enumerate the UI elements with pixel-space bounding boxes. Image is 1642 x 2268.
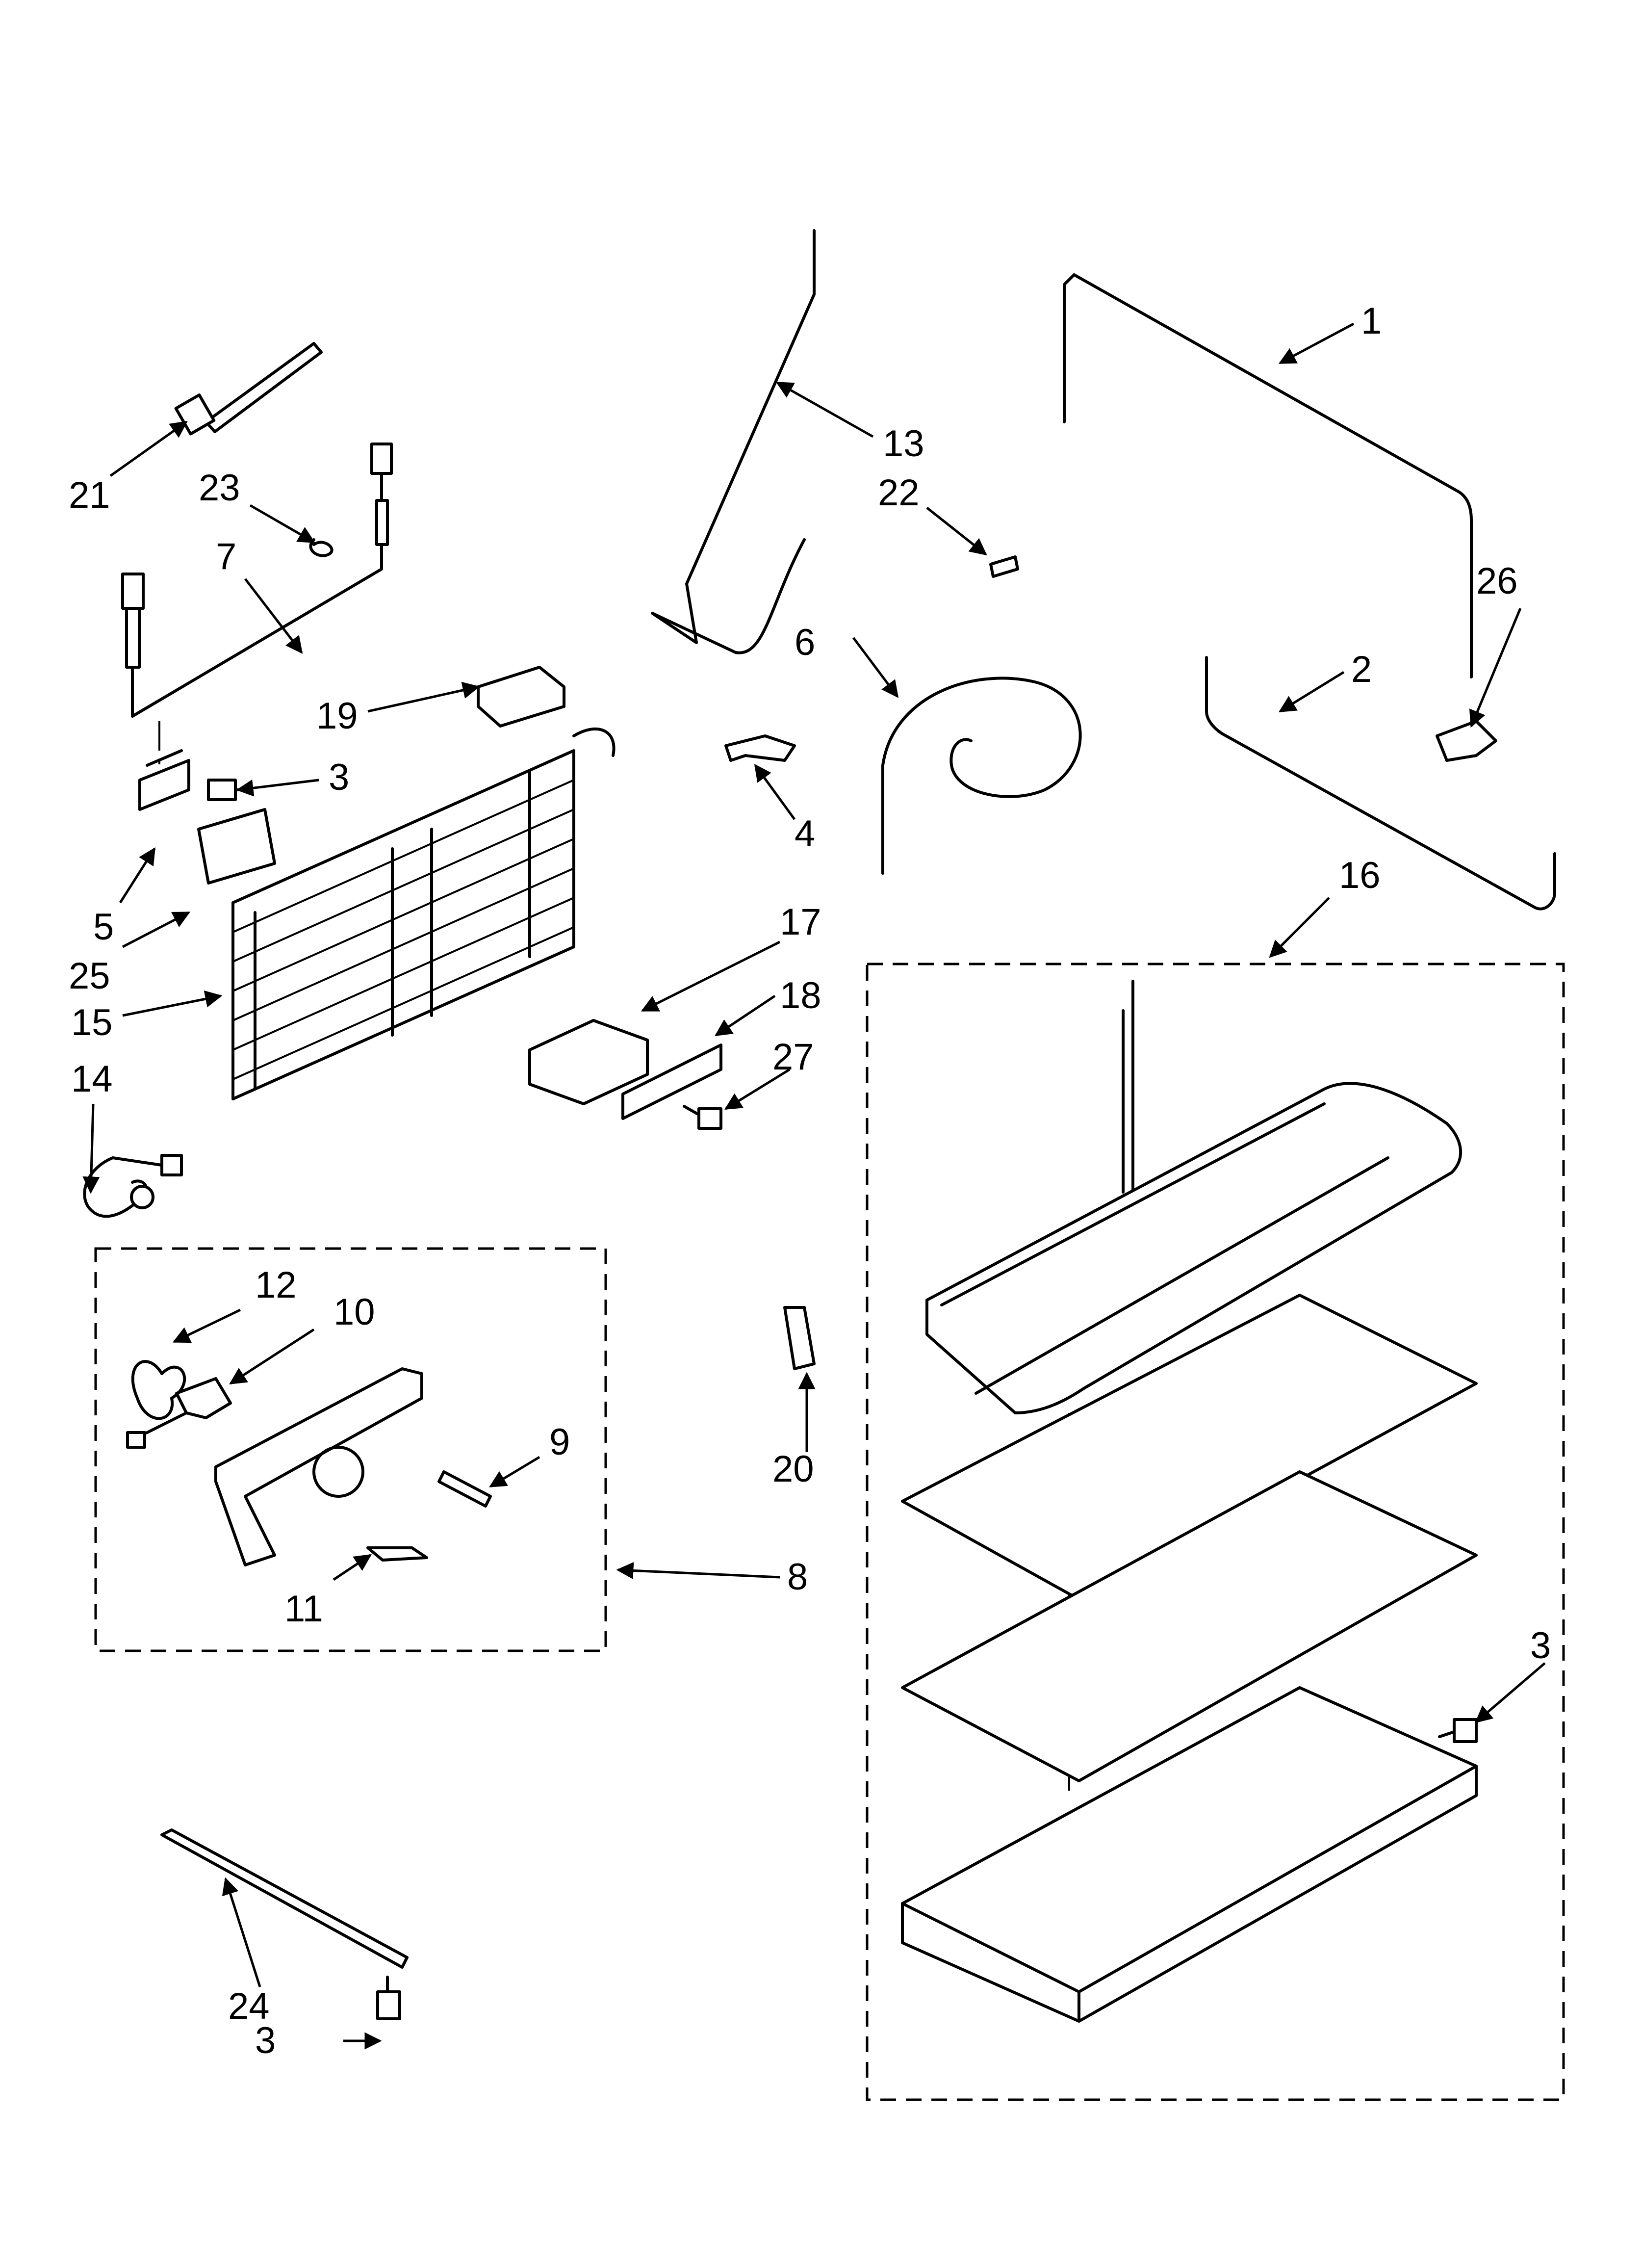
callout-23: 23 xyxy=(199,467,240,509)
group-8-box xyxy=(94,1247,607,1652)
part-25-pad xyxy=(197,808,276,885)
callout-5: 5 xyxy=(93,906,114,948)
part-1-tube xyxy=(1063,273,1473,678)
part-27-screw xyxy=(683,1105,722,1130)
callout-15: 15 xyxy=(71,1002,113,1043)
callout-25: 25 xyxy=(69,955,110,997)
leader-lines xyxy=(82,322,1546,2050)
part-12-fan-blade xyxy=(131,1360,186,1420)
callout-7: 7 xyxy=(216,536,236,577)
group-16-box xyxy=(866,963,1565,2101)
callout-11: 11 xyxy=(284,1588,323,1630)
part-3-screw-lower-right xyxy=(1438,1718,1478,1743)
callout-21: 21 xyxy=(69,474,110,516)
callout-17: 17 xyxy=(780,901,821,943)
part-9-bracket xyxy=(437,1470,492,1508)
part-14-wire xyxy=(83,1154,183,1218)
part-16-insulation-2 xyxy=(901,1470,1478,1782)
callout-26: 26 xyxy=(1476,560,1518,602)
part-18-cover xyxy=(621,1043,722,1120)
part-5-bracket xyxy=(138,749,190,811)
callout-20: 20 xyxy=(772,1448,814,1490)
part-16-insulation-1 xyxy=(901,1294,1478,1601)
callout-3-lower-right: 3 xyxy=(1530,1625,1551,1667)
part-4-clip xyxy=(724,734,796,762)
part-16-drain-trough xyxy=(925,980,1462,1414)
callout-3-lower-left: 3 xyxy=(255,2020,276,2061)
part-16-drain-pan xyxy=(901,1686,1478,2023)
callout-10: 10 xyxy=(334,1291,375,1333)
callout-18: 18 xyxy=(780,975,821,1017)
callout-1: 1 xyxy=(1361,300,1382,342)
part-17-bracket xyxy=(528,1019,649,1105)
callout-16: 16 xyxy=(1339,855,1381,896)
part-20-spacer xyxy=(783,1306,816,1370)
part-10-fan-motor xyxy=(126,1377,232,1449)
part-15-evaporator xyxy=(231,727,616,1100)
part-8-fan-shroud xyxy=(214,1367,423,1566)
callout-8: 8 xyxy=(787,1556,808,1598)
part-23-clip xyxy=(309,538,334,557)
callout-9: 9 xyxy=(549,1421,570,1463)
part-2-tube xyxy=(1205,656,1556,911)
part-6-tube xyxy=(881,677,1082,875)
callout-4: 4 xyxy=(795,813,815,855)
part-22-clip xyxy=(989,555,1019,578)
callout-24: 24 xyxy=(228,1985,270,2027)
part-26-clamp xyxy=(1436,720,1497,762)
callout-27: 27 xyxy=(772,1036,814,1078)
callout-12: 12 xyxy=(255,1264,297,1306)
callout-13: 13 xyxy=(883,423,924,465)
callout-19: 19 xyxy=(316,695,358,737)
part-21-cable-tie xyxy=(174,342,323,436)
callout-labels: 1 2 3 3 3 4 5 6 7 8 9 10 11 12 13 14 15 … xyxy=(69,300,1551,2061)
part-19-cover xyxy=(477,666,565,728)
callout-22: 22 xyxy=(878,472,920,514)
part-3-screw-lower-left xyxy=(376,1976,401,2020)
part-24-strip xyxy=(160,1828,409,1969)
callout-6: 6 xyxy=(795,622,815,663)
part-11-clip xyxy=(366,1546,428,1562)
callout-14: 14 xyxy=(71,1058,113,1100)
callout-3-upper: 3 xyxy=(329,756,349,798)
part-7-wire-harness xyxy=(121,443,393,718)
part-13-tube xyxy=(651,229,816,654)
callout-2: 2 xyxy=(1351,649,1372,690)
